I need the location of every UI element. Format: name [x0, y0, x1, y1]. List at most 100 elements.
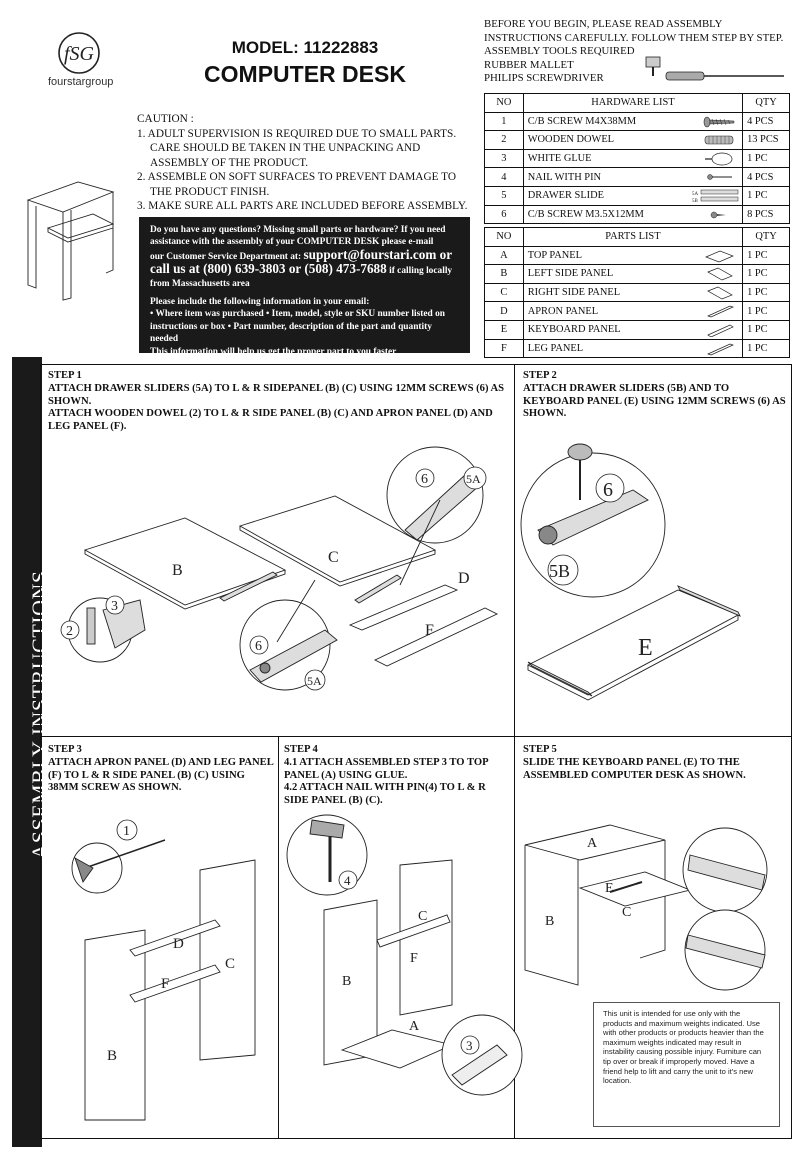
brand-logo-mark: fSG	[58, 32, 100, 74]
table-row: D APRON PANEL 1 PC	[484, 301, 790, 321]
brand-name: fourstargroup	[48, 76, 114, 88]
caution-notes: CAUTION : 1. ADULT SUPERVISION IS REQUIR…	[137, 112, 477, 214]
product-name: COMPUTER DESK	[204, 61, 406, 87]
step-instruction: ATTACH APRON PANEL (D) AND LEG PANEL (F)…	[48, 756, 274, 794]
step-5-illustration: A B C E	[524, 824, 768, 991]
row-qty: 4 PCS	[742, 167, 790, 187]
hardware-callout-6: 6	[255, 639, 262, 654]
tool-label: RUBBER MALLET	[484, 58, 574, 71]
step-instruction: ATTACH DRAWER SLIDERS (5A) TO L & R SIDE…	[48, 382, 505, 407]
row-name-text: RIGHT SIDE PANEL	[527, 287, 621, 299]
divider	[514, 736, 515, 1139]
hardware-callout-6: 6	[603, 479, 613, 501]
row-number: C	[484, 282, 524, 303]
row-name-text: C/B SCREW M3.5X12mm	[527, 208, 644, 220]
part-label-c: C	[622, 905, 631, 920]
step-instruction: ATTACH WOODEN DOWEL (2) TO L & R SIDE PA…	[48, 408, 493, 433]
step-1-text: STEP 1 ATTACH DRAWER SLIDERS (5A) TO L &…	[48, 370, 510, 434]
step-4-text: STEP 4 4.1 ATTACH ASSEMBLED STEP 3 TO TO…	[284, 744, 510, 808]
hardware-callout-5a: 5A	[466, 472, 481, 486]
logo-mark-text: fSG	[64, 43, 95, 65]
page-title: MODEL: 11222883 COMPUTER DESK	[190, 38, 420, 88]
contact-line: our Customer Service Department at:	[150, 251, 302, 262]
tool-label: PHILIPS SCREWDRIVER	[484, 72, 604, 85]
row-number: 1	[484, 111, 524, 132]
step-instruction: 4.1 ATTACH ASSEMBLED STEP 3 TO TOP PANEL…	[284, 756, 488, 781]
column-header: QTY	[742, 227, 790, 247]
hardware-callout-3: 3	[466, 1038, 473, 1053]
hardware-callout-5a: 5A	[307, 674, 322, 688]
part-label-d: D	[458, 570, 470, 587]
nail-icon	[707, 174, 733, 181]
row-name-text: LEFT SIDE PANEL	[527, 268, 614, 280]
table-row: E KEYBOARD PANEL 1 PC	[484, 319, 790, 340]
hardware-callout-2: 2	[66, 624, 73, 639]
part-label-b: B	[172, 562, 183, 579]
step-title: STEP 3	[48, 744, 82, 755]
dowel-icon	[704, 135, 734, 145]
caution-item: 1. ADULT SUPERVISION IS REQUIRED DUE TO …	[137, 127, 457, 169]
slide-label: 5A	[692, 192, 699, 197]
step-instruction: SLIDE THE KEYBOARD PANEL (E) TO THE ASSE…	[523, 756, 746, 781]
part-label-a: A	[409, 1019, 420, 1034]
step-1-illustration: B C D F 2 3 6 5A 6 5A	[60, 446, 499, 691]
row-name-text: C/B SCREW M4X38mm	[527, 115, 637, 127]
row-qty: 8 PCS	[742, 204, 790, 225]
part-label-a: A	[587, 836, 598, 851]
row-qty: 4 PCS	[742, 111, 790, 132]
top-panel-icon	[705, 250, 734, 262]
caution-item: 3. MAKE SURE ALL PARTS ARE INCLUDED BEFO…	[137, 200, 468, 212]
contact-line: from Massachusetts area	[150, 278, 250, 289]
row-name: LEFT SIDE PANEL	[522, 264, 744, 284]
row-qty: 1 PC	[742, 338, 790, 359]
row-qty: 1 PC	[742, 282, 790, 303]
row-name-text: LEG PANEL	[527, 342, 584, 354]
step-title: STEP 1	[48, 370, 82, 381]
row-qty: 13 PCS	[742, 130, 790, 150]
assembly-sidebar	[12, 357, 42, 1147]
hardware-callout-5b: 5B	[549, 561, 570, 581]
table-row: 6 C/B SCREW M3.5X12mm 8 PCS	[484, 204, 790, 225]
column-header: NO	[484, 227, 524, 247]
step-3-text: STEP 3 ATTACH APRON PANEL (D) AND LEG PA…	[48, 744, 274, 795]
assembly-intro: BEFORE YOU BEGIN, PLEASE READ ASSEMBLY I…	[484, 18, 804, 86]
row-name-text: WHITE GLUE	[527, 153, 592, 165]
row-number: 4	[484, 167, 524, 187]
part-label-e: E	[605, 881, 614, 896]
row-name: DRAWER SLIDE 5A 5B	[522, 185, 744, 206]
row-name: RIGHT SIDE PANEL	[522, 282, 744, 303]
contact-line: This information will help us get the pr…	[150, 346, 397, 357]
assembly-frame	[40, 364, 792, 1139]
leg-panel-icon	[707, 343, 735, 355]
row-name: WHITE GLUE	[522, 148, 744, 169]
row-number: 6	[484, 204, 524, 225]
hardware-list-table: NO HARDWARE LIST QTY 1 C/B SCREW M4X38mm…	[484, 93, 790, 225]
table-row: 1 C/B SCREW M4X38mm 4 PCS	[484, 111, 790, 132]
contact-phone[interactable]: call us at (800) 639-3803 or (508) 473-7…	[150, 261, 387, 277]
customer-service-box: Do you have any questions? Missing small…	[139, 217, 470, 357]
slide-label: 5B	[692, 199, 699, 203]
screwdriver-icon	[665, 71, 784, 81]
row-name: C/B SCREW M4X38mm	[522, 111, 744, 132]
step-title: STEP 5	[523, 744, 557, 755]
long-screw-icon	[703, 116, 735, 127]
table-row: C RIGHT SIDE PANEL 1 PC	[484, 282, 790, 303]
contact-line: assistance with the assembly of your COM…	[150, 237, 434, 248]
caution-heading: CAUTION :	[137, 113, 194, 125]
tool-rubber-mallet: RUBBER MALLET	[484, 56, 804, 76]
drawer-slide-icon: 5A 5B	[692, 189, 739, 203]
row-name: KEYBOARD PANEL	[522, 319, 744, 340]
row-qty: 1 PC	[742, 245, 790, 266]
tool-screwdriver: PHILIPS SCREWDRIVER	[484, 71, 804, 86]
row-name: TOP PANEL	[522, 245, 744, 266]
step-instruction: ATTACH DRAWER SLIDERS (5B) AND TO KEYBOA…	[523, 382, 786, 420]
row-number: 5	[484, 185, 524, 206]
row-qty: 1 PC	[742, 185, 790, 206]
row-name: C/B SCREW M3.5X12mm	[522, 204, 744, 225]
contact-email[interactable]: support@fourstari.com or	[303, 246, 453, 262]
row-name-text: APRON PANEL	[527, 305, 599, 317]
row-qty: 1 PC	[742, 148, 790, 169]
keyboard-panel-icon	[707, 324, 734, 337]
column-header: PARTS LIST	[522, 227, 744, 247]
row-name: NAIL WITH PIN	[522, 167, 744, 187]
